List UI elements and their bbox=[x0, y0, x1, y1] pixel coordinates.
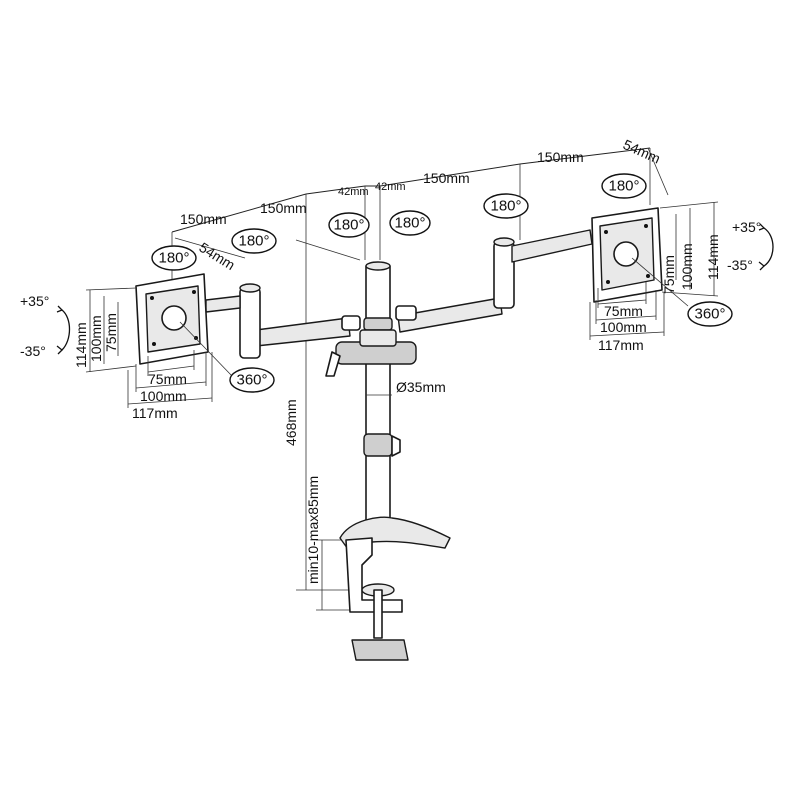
rotate-label: 360° bbox=[236, 372, 267, 389]
swivel-indicator-1: 180° bbox=[151, 245, 197, 271]
left-rotation-hub bbox=[161, 305, 187, 331]
pole bbox=[365, 265, 391, 537]
left-arm-outer bbox=[205, 295, 241, 313]
left-rotate-indicator: 360° bbox=[179, 321, 275, 393]
right-tilt-up: +35° bbox=[732, 219, 761, 235]
cable-clip bbox=[363, 433, 393, 457]
right-vesa-v114: 114mm bbox=[705, 234, 721, 280]
swivel-indicator-3: 180° bbox=[328, 212, 370, 238]
swivel-label: 180° bbox=[238, 233, 269, 250]
tilt-arrow-icon bbox=[763, 227, 774, 267]
swivel-indicator-2: 180° bbox=[231, 228, 277, 254]
right-vesa-h117: 117mm bbox=[598, 337, 644, 353]
dim-offset-right: 54mm bbox=[621, 136, 663, 166]
hub-handle bbox=[325, 351, 341, 377]
right-vesa-h75: 75mm bbox=[604, 303, 643, 319]
left-vesa-h117: 117mm bbox=[132, 405, 178, 421]
right-vesa-dimensions bbox=[589, 201, 719, 340]
right-vesa-v75: 75mm bbox=[661, 255, 677, 294]
left-vesa-v75: 75mm bbox=[103, 313, 119, 352]
clamp-screw bbox=[373, 589, 383, 639]
right-arm-outer bbox=[511, 229, 593, 263]
dim-arm-right-outer: 150mm bbox=[537, 149, 584, 165]
clamp-handle bbox=[351, 639, 409, 661]
left-tilt-indicator bbox=[56, 305, 71, 355]
swivel-label: 180° bbox=[608, 178, 639, 195]
pole-assembly bbox=[295, 239, 451, 661]
dim-arm-right-inner: 150mm bbox=[423, 170, 470, 186]
swivel-label: 180° bbox=[394, 215, 425, 232]
right-rotation-hub bbox=[613, 241, 639, 267]
clamp-body bbox=[345, 537, 403, 613]
dim-arm-left-inner: 150mm bbox=[260, 200, 307, 216]
right-arm bbox=[395, 229, 593, 333]
left-vesa-v100: 100mm bbox=[88, 315, 104, 362]
right-arm-joint bbox=[493, 241, 515, 309]
swivel-label: 180° bbox=[490, 198, 521, 215]
left-arm-inner bbox=[255, 317, 351, 347]
dim-arm-left-outer: 150mm bbox=[180, 211, 227, 227]
dim-center-left: 42mm bbox=[338, 186, 369, 198]
right-tilt-indicator bbox=[758, 223, 774, 271]
left-vesa-h75: 75mm bbox=[148, 371, 187, 387]
dim-clamp-range: min10-max85mm bbox=[305, 476, 321, 584]
right-vesa-h100: 100mm bbox=[600, 319, 647, 335]
swivel-indicator-4: 180° bbox=[389, 210, 431, 236]
swivel-indicator-6: 180° bbox=[601, 173, 647, 199]
right-vesa-plate bbox=[591, 207, 663, 303]
right-arm-inner bbox=[397, 297, 503, 333]
left-vesa-v114: 114mm bbox=[73, 322, 89, 368]
right-tilt-down: -35° bbox=[727, 257, 753, 273]
left-vesa-dimensions bbox=[85, 287, 213, 408]
left-tilt-down: -35° bbox=[20, 343, 46, 359]
swivel-label: 180° bbox=[158, 250, 189, 267]
right-vesa-v100: 100mm bbox=[679, 243, 695, 290]
tilt-arrow-icon bbox=[61, 309, 71, 351]
right-rotate-indicator: 360° bbox=[631, 257, 733, 327]
dim-pole-diameter: Ø35mm bbox=[396, 379, 446, 395]
dim-pole-height: 468mm bbox=[283, 399, 299, 446]
left-vesa-plate bbox=[135, 273, 209, 365]
swivel-label: 180° bbox=[333, 217, 364, 234]
left-arm-joint bbox=[239, 287, 261, 359]
swivel-indicators: 180° 180° 180° 180° 180° 180° bbox=[151, 173, 647, 271]
central-hub bbox=[325, 329, 417, 377]
swivel-indicator-5: 180° bbox=[483, 193, 529, 219]
left-arm bbox=[205, 283, 361, 359]
dim-center-right: 42mm bbox=[375, 181, 406, 193]
dim-offset-left: 54mm bbox=[196, 239, 237, 273]
left-vesa-h100: 100mm bbox=[140, 388, 187, 404]
rotate-label: 360° bbox=[694, 306, 725, 323]
left-tilt-up: +35° bbox=[20, 293, 49, 309]
